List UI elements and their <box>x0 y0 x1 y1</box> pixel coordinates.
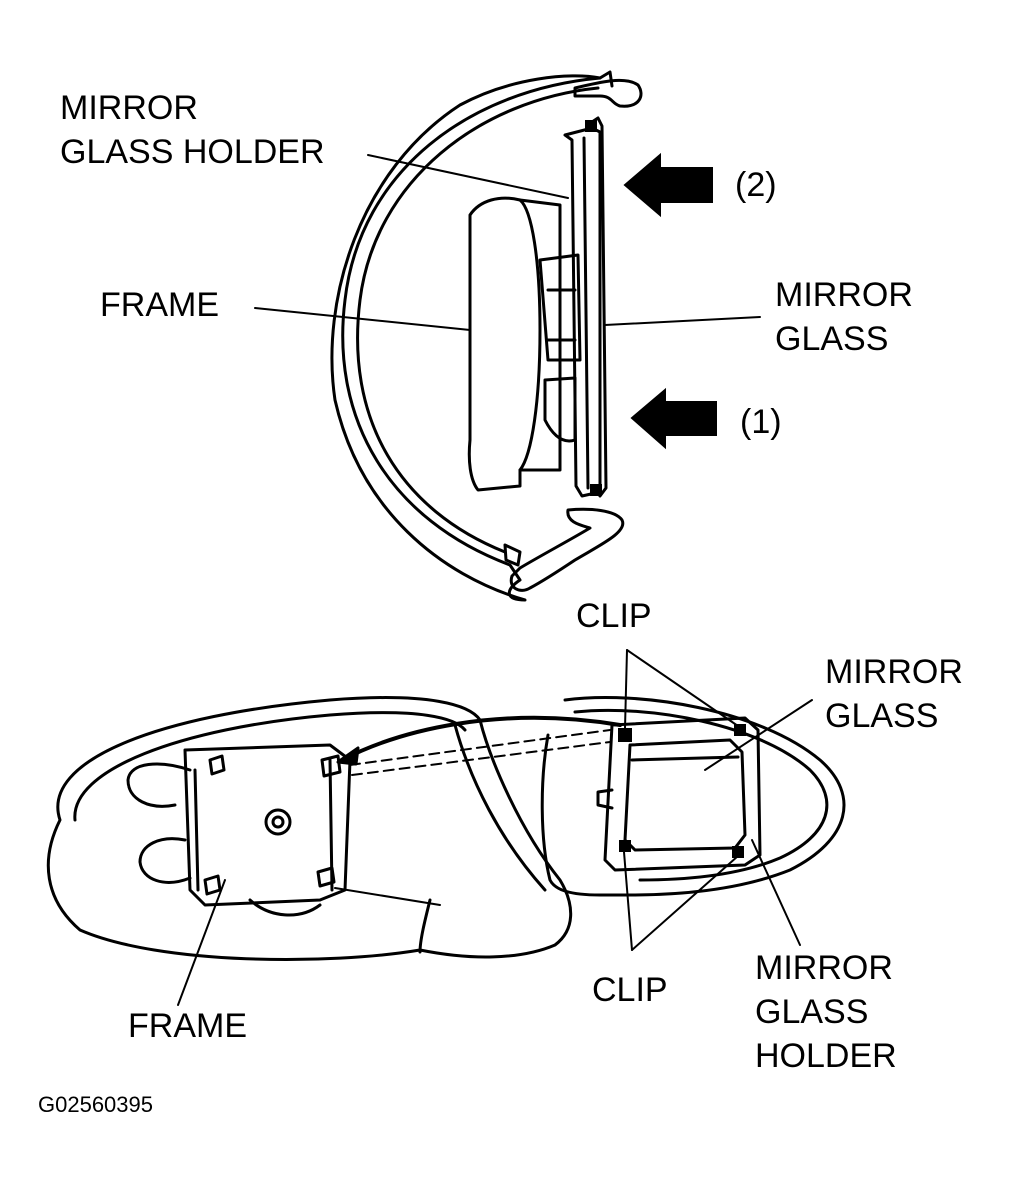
bottom-clip-tr <box>734 724 746 736</box>
label-top-frame: FRAME <box>100 286 219 324</box>
label-top-mirror-glass-line1: MIRROR <box>775 276 913 314</box>
label-bottom-mirror-glass-holder-line2: GLASS <box>755 993 869 1031</box>
bottom-clip-tl <box>618 728 632 742</box>
push-arrow-1 <box>630 387 717 450</box>
top-view <box>254 70 761 602</box>
leader-bottom-glass-holder <box>751 839 801 946</box>
label-step-1: (1) <box>740 403 782 441</box>
push-arrow-2 <box>623 152 713 218</box>
top-frame-center-block <box>538 253 582 362</box>
top-glass-holder-line <box>582 136 590 490</box>
bottom-guide-dashed-2 <box>351 741 611 776</box>
label-bottom-mirror-glass-holder-line1: MIRROR <box>755 949 893 987</box>
bottom-housing-neck <box>418 723 547 954</box>
bottom-frame-to-housing <box>334 887 441 906</box>
leader-clip-bottom-b <box>631 855 739 951</box>
top-hook-lower <box>509 507 625 592</box>
top-hook-upper-detail <box>598 70 614 88</box>
bottom-assembly-arrowhead <box>336 746 360 766</box>
bottom-frame-center-screw-inner <box>271 815 285 829</box>
label-top-mirror-glass-holder-line1: MIRROR <box>60 89 198 127</box>
bottom-frame-clip-slot-br <box>316 866 336 888</box>
label-bottom-mirror-glass-line2: GLASS <box>825 697 939 735</box>
bottom-housing-outer <box>46 696 573 961</box>
bottom-assembly-arrow <box>340 715 622 762</box>
top-mirror-glass <box>590 116 608 498</box>
leader-top-glass-holder <box>367 154 569 199</box>
label-clip-bottom: CLIP <box>592 971 668 1009</box>
bottom-clip-br <box>732 846 744 858</box>
leader-clip-top-b <box>626 649 739 727</box>
leader-top-frame <box>254 307 471 331</box>
label-clip-top: CLIP <box>576 597 652 635</box>
bottom-view <box>46 649 846 1006</box>
label-bottom-mirror-glass-line1: MIRROR <box>825 653 963 691</box>
top-frame-detail <box>518 198 542 472</box>
label-step-2: (2) <box>735 166 777 204</box>
top-glass-clip-bottom <box>590 484 602 496</box>
bottom-frame-clip-slot-tr <box>320 754 342 778</box>
label-bottom-mirror-glass-holder-line3: HOLDER <box>755 1037 897 1075</box>
bottom-right-housing-inner <box>573 708 829 882</box>
bottom-frame-clip-slot-bl <box>203 874 222 896</box>
bottom-right-housing-left <box>540 733 602 897</box>
label-top-mirror-glass-line2: GLASS <box>775 320 889 358</box>
bottom-frame-plate-edge <box>193 758 334 892</box>
label-bottom-frame: FRAME <box>128 1007 247 1045</box>
bottom-clip-bl <box>619 840 631 852</box>
figure-id: G02560395 <box>38 1092 153 1117</box>
top-glass-clip-top <box>585 120 597 132</box>
leader-clip-top-a <box>624 649 628 729</box>
bottom-mirror-glass-line <box>630 755 740 762</box>
top-housing-shell <box>330 74 602 602</box>
bottom-frame-plate <box>183 743 352 907</box>
bottom-glass-holder <box>603 716 762 872</box>
label-top-mirror-glass-holder-line2: GLASS HOLDER <box>60 133 325 171</box>
bottom-motor-bulge <box>248 898 322 917</box>
leader-top-mirror-glass <box>604 316 761 326</box>
bottom-frame-center-screw <box>264 808 292 836</box>
top-hook-lower-inner <box>503 543 522 567</box>
leader-bottom-frame <box>177 879 226 1006</box>
leader-clip-bottom-a <box>623 851 633 951</box>
bottom-guide-dashed-1 <box>349 729 611 766</box>
bottom-right-housing-outer <box>563 696 846 897</box>
bottom-frame-ear-lower <box>138 837 192 884</box>
bottom-frame-clip-slot-tl <box>208 754 226 776</box>
leader-bottom-mirror-glass <box>704 699 813 771</box>
top-hook-upper <box>573 78 643 108</box>
bottom-frame-ear-upper <box>126 762 192 808</box>
top-housing-inner <box>356 86 600 554</box>
bottom-glass-holder-notch <box>596 788 614 810</box>
bottom-housing-inner <box>73 711 467 822</box>
